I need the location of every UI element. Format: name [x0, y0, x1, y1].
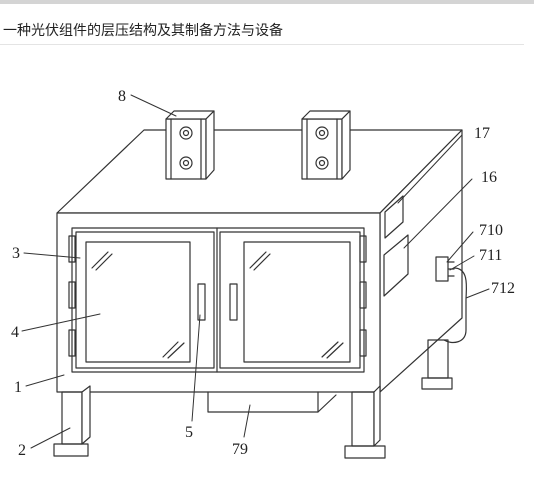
label-2: 2 — [18, 442, 26, 459]
connector-710-711 — [435, 256, 455, 282]
label-16: 16 — [481, 169, 497, 186]
page-title: 一种光伏组件的层压结构及其制备方法与设备 — [3, 23, 283, 39]
label-8: 8 — [118, 88, 126, 105]
side-box-16 — [383, 234, 409, 297]
leg-back-right — [421, 339, 453, 390]
cable-712 — [443, 267, 468, 344]
glass-panel-right — [243, 241, 351, 363]
label-1: 1 — [14, 379, 22, 396]
label-712: 712 — [491, 280, 515, 297]
leg-front-left — [53, 385, 91, 457]
label-17: 17 — [474, 125, 490, 142]
title-divider — [0, 44, 524, 45]
top-clamp-right — [301, 110, 351, 180]
door-handles — [197, 283, 238, 321]
label-3: 3 — [12, 245, 20, 262]
leader-lines — [21, 94, 490, 449]
top-border — [0, 0, 534, 4]
hinges — [68, 235, 367, 357]
label-710: 710 — [479, 222, 503, 239]
label-79: 79 — [232, 441, 248, 458]
label-5: 5 — [185, 424, 193, 441]
door-frame — [71, 227, 365, 373]
side-box-17 — [384, 195, 404, 239]
label-4: 4 — [11, 324, 19, 341]
label-711: 711 — [479, 247, 502, 264]
glass-panel-left — [85, 241, 191, 363]
top-clamp-left — [165, 110, 215, 180]
leg-front-right — [344, 385, 386, 459]
